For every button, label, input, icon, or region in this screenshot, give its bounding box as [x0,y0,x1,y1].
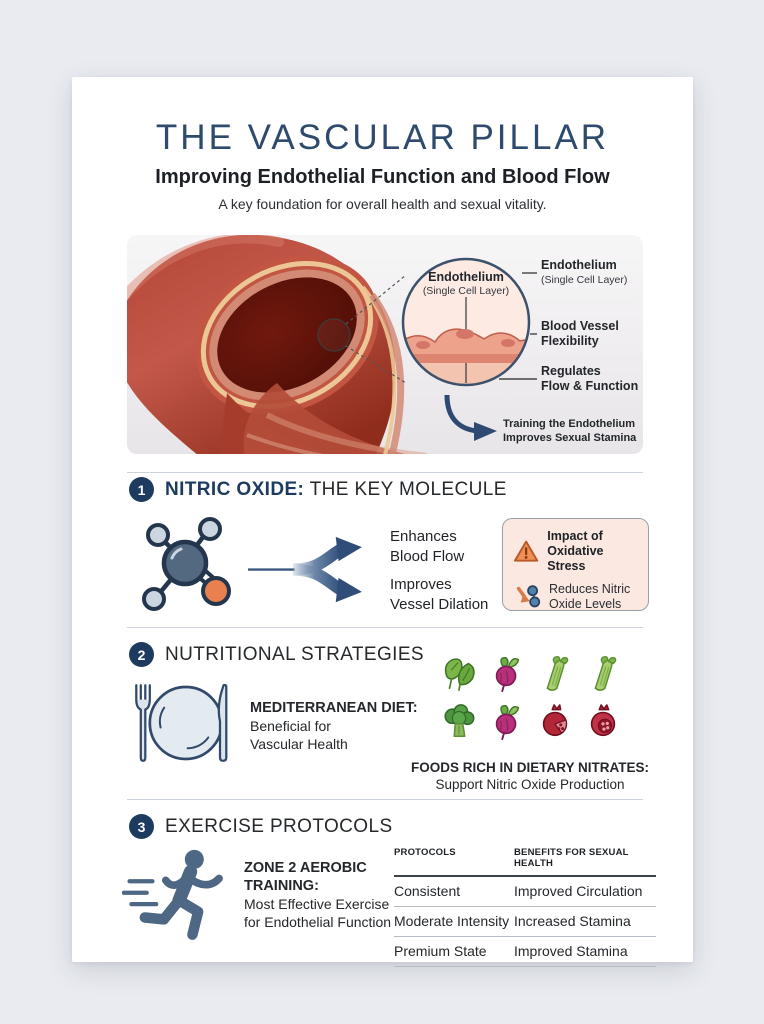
plate-fork-knife-icon [130,677,238,774]
section-3-number-badge: 3 [129,814,154,839]
callout-3-title: Regulates [541,364,601,378]
nitrate-foods-sub: Support Nitric Oxide Production [435,777,625,792]
page-tagline: A key foundation for overall health and … [218,196,547,212]
section-divider [127,627,643,628]
arrow-note-line2: Improves Sexual Stamina [503,432,637,444]
section-2-number-badge: 2 [129,642,154,667]
section-1-title: NITRIC OXIDE: THE KEY MOLECULE [165,478,507,500]
page-title: THE VASCULAR PILLAR [155,118,610,157]
celery-icon [584,655,622,693]
impact-box-body: Reduces Nitric Oxide Levels [549,582,631,611]
oxidative-stress-box: Impact of Oxidative Stress Reduces Nitri… [502,518,649,611]
section-divider [127,472,643,473]
spinach-icon [440,655,478,693]
beet-icon [488,655,526,693]
broccoli-icon [440,703,478,741]
benefit-vessel-dilation: Improves Vessel Dilation [390,576,489,613]
section-2-heading: 2 NUTRITIONAL STRATEGIES [129,642,424,667]
pomegranate-icon [536,703,574,741]
magnifier-source-circle [317,318,351,352]
callout-1-title: Endothelium [541,258,617,272]
inset-label-sub: (Single Cell Layer) [423,285,509,297]
callout-2-title: Blood Vessel [541,319,619,333]
beet-icon [488,703,526,741]
dashed-leader-top [345,274,407,325]
page-subtitle: Improving Endothelial Function and Blood… [155,166,610,188]
vessel-3d-render [127,235,487,454]
table-header-benefits: BENEFITS FOR SEXUAL HEALTH [514,847,629,869]
protocols-table: PROTOCOLS BENEFITS FOR SEXUAL HEALTH Con… [394,847,656,967]
nitrate-foods-title: FOODS RICH IN DIETARY NITRATES: [410,760,649,775]
table-header-row: PROTOCOLS BENEFITS FOR SEXUAL HEALTH [394,847,656,877]
vessel-figure: Endothelium (Single Cell Layer) Endothel… [127,235,643,454]
pomegranate-icon [584,703,622,741]
section-3-title: EXERCISE PROTOCOLS [165,815,393,837]
callout-3-sub: Flow & Function [541,379,638,393]
callout-1-sub: (Single Cell Layer) [541,274,627,286]
nitrate-foods-grid [440,655,626,749]
reduces-nitric-oxide-icon [516,585,541,608]
arrow-note-line1: Training the Endothelium [503,418,635,430]
table-header-protocols: PROTOCOLS [394,847,456,858]
celery-icon [536,655,574,693]
curved-arrow-icon [444,394,478,434]
benefit-blood-flow: Enhances Blood Flow [390,528,465,565]
section-1-heading: 1 NITRIC OXIDE: THE KEY MOLECULE [129,477,507,502]
infographic-card: THE VASCULAR PILLAR Improving Endothelia… [72,77,693,967]
table-row: Premium State Improved Stamina [394,937,656,967]
zone2-training-text: ZONE 2 AEROBIC TRAINING: Most Effective … [244,860,392,930]
mediterranean-diet-text: MEDITERRANEAN DIET: Beneficial for Vascu… [250,700,418,752]
callout-2-sub: Flexibility [541,334,599,348]
runner-icon [121,847,240,952]
blood-vessel-illustration: Endothelium (Single Cell Layer) Endothel… [127,235,643,454]
impact-box-title: Impact of Oxidative Stress [547,529,604,573]
section-divider [127,799,643,800]
section-1-number-badge: 1 [129,477,154,502]
table-row: Moderate Intensity Increased Stamina [394,907,656,937]
nitrate-foods-text: FOODS RICH IN DIETARY NITRATES: Support … [407,759,653,793]
table-row: Consistent Improved Circulation [394,877,656,907]
section-3-heading: 3 EXERCISE PROTOCOLS [129,814,393,839]
section-2-title: NUTRITIONAL STRATEGIES [165,643,424,665]
inset-label-title: Endothelium [428,270,504,284]
nitric-oxide-molecule-icon [132,509,242,624]
warning-icon [513,540,539,562]
mediterranean-diet-title: MEDITERRANEAN DIET: [250,700,418,716]
header: THE VASCULAR PILLAR Improving Endothelia… [72,118,693,213]
branching-arrow-icon [248,524,388,621]
